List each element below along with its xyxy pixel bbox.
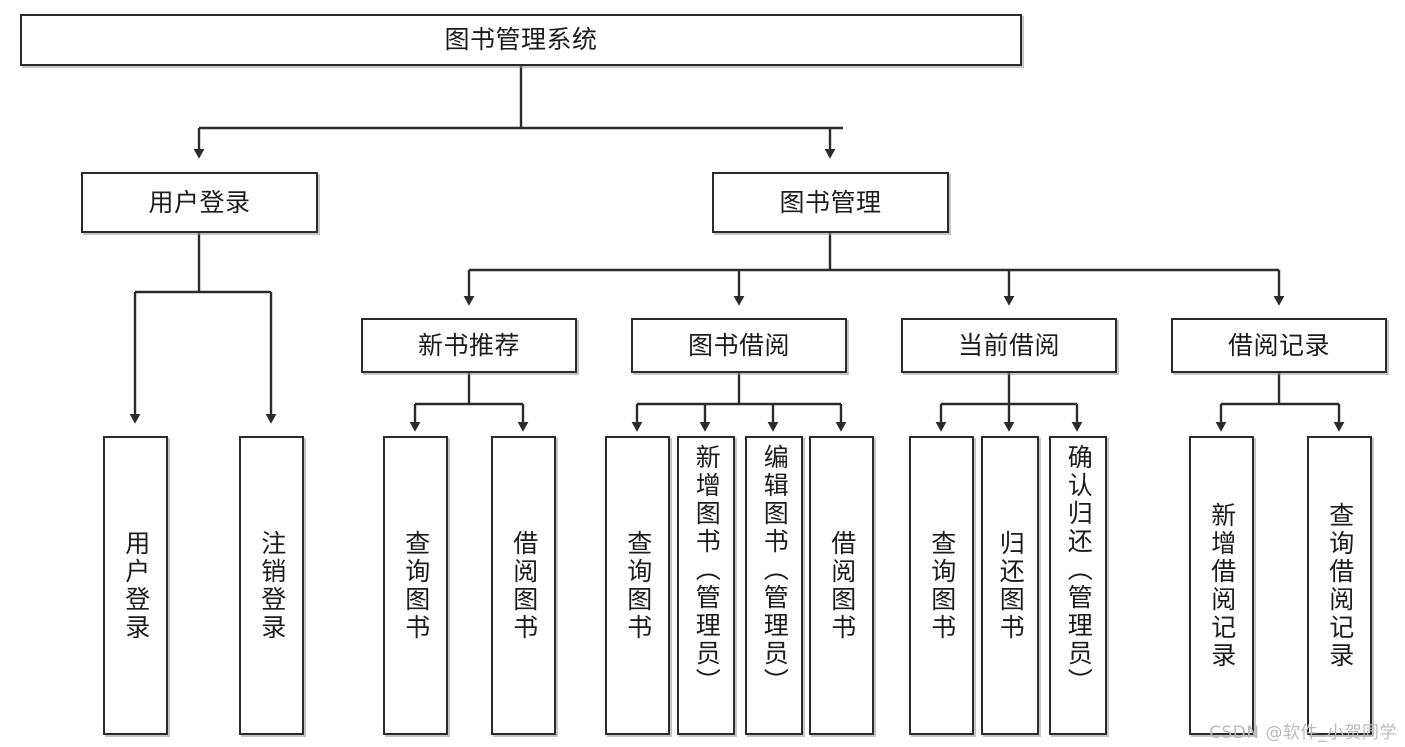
watermark: CSDN @软件_小贺同学: [1209, 723, 1397, 743]
leaf-borrow-book-label: 借阅图书: [827, 529, 857, 642]
leaf-user-login-label: 用户登录: [121, 529, 151, 642]
leaf-user-login[interactable]: 用户登录: [103, 436, 168, 735]
node-book-borrow-label: 图书借阅: [687, 330, 790, 360]
leaf-borrow-query-book[interactable]: 查询图书: [605, 436, 670, 735]
leaf-borrow-query-book-label: 查询图书: [623, 529, 653, 642]
leaf-borrow-book[interactable]: 借阅图书: [809, 436, 874, 735]
leaf-confirm-return-admin-label: 确认归还（管理员）: [1064, 444, 1094, 696]
leaf-current-query-book-label: 查询图书: [927, 529, 957, 642]
leaf-new-borrow-book-label: 借阅图书: [509, 529, 539, 642]
leaf-query-borrow-record[interactable]: 查询借阅记录: [1307, 436, 1372, 735]
node-book-borrow[interactable]: 图书借阅: [631, 318, 847, 373]
leaf-new-query-book[interactable]: 查询图书: [383, 436, 448, 735]
node-new-book-recommend-label: 新书推荐: [417, 330, 520, 360]
leaf-user-logout-label: 注销登录: [257, 529, 287, 642]
node-user-login-label: 用户登录: [148, 187, 251, 217]
node-borrow-record[interactable]: 借阅记录: [1171, 318, 1387, 373]
node-root-label: 图书管理系统: [444, 25, 598, 55]
leaf-add-borrow-record-label: 新增借阅记录: [1207, 501, 1237, 670]
node-borrow-record-label: 借阅记录: [1227, 330, 1330, 360]
leaf-new-query-book-label: 查询图书: [401, 529, 431, 642]
node-new-book-recommend[interactable]: 新书推荐: [361, 318, 577, 373]
leaf-add-book-admin[interactable]: 新增图书（管理员）: [677, 436, 735, 735]
leaf-edit-book-admin[interactable]: 编辑图书（管理员）: [745, 436, 803, 735]
node-book-management[interactable]: 图书管理: [712, 172, 949, 233]
leaf-return-book-label: 归还图书: [996, 529, 1026, 642]
leaf-add-borrow-record[interactable]: 新增借阅记录: [1189, 436, 1254, 735]
node-user-login[interactable]: 用户登录: [81, 172, 318, 233]
node-current-borrow[interactable]: 当前借阅: [901, 318, 1117, 373]
leaf-query-borrow-record-label: 查询借阅记录: [1325, 501, 1355, 670]
leaf-confirm-return-admin[interactable]: 确认归还（管理员）: [1049, 436, 1107, 735]
leaf-edit-book-admin-label: 编辑图书（管理员）: [760, 444, 790, 696]
node-root[interactable]: 图书管理系统: [20, 14, 1022, 66]
node-book-management-label: 图书管理: [779, 187, 882, 217]
leaf-current-query-book[interactable]: 查询图书: [909, 436, 974, 735]
leaf-add-book-admin-label: 新增图书（管理员）: [692, 444, 722, 696]
node-current-borrow-label: 当前借阅: [957, 330, 1060, 360]
leaf-new-borrow-book[interactable]: 借阅图书: [491, 436, 556, 735]
leaf-return-book[interactable]: 归还图书: [981, 436, 1039, 735]
leaf-user-logout[interactable]: 注销登录: [239, 436, 304, 735]
